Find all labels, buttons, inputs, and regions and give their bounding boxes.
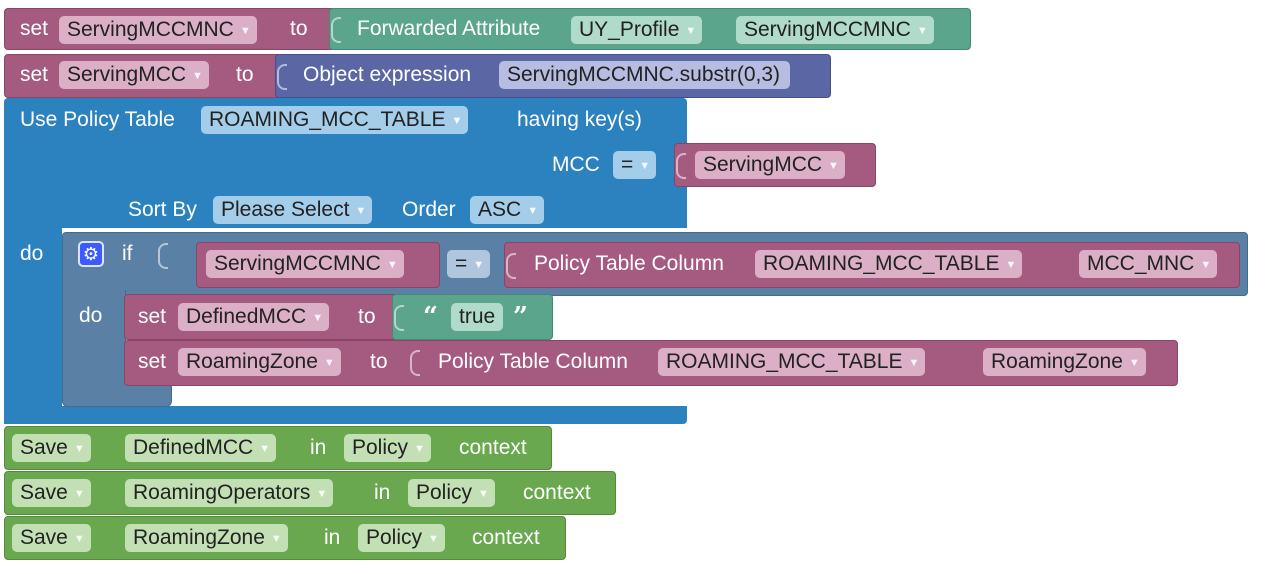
set-keyword: set bbox=[138, 305, 167, 328]
dropdown-arrow-icon: ▼ bbox=[316, 488, 328, 500]
sort-by-dropdown[interactable]: Please Select▼ bbox=[213, 196, 373, 224]
policy-table-footer bbox=[4, 406, 687, 424]
forwarded-attribute-label: Forwarded Attribute bbox=[357, 17, 541, 40]
order-label: Order bbox=[402, 198, 456, 221]
dropdown-arrow-icon: ▼ bbox=[639, 160, 651, 172]
dropdown-arrow-icon: ▼ bbox=[73, 488, 85, 500]
attribute-dropdown[interactable]: ServingMCCMNC▼ bbox=[736, 16, 934, 44]
if-footer bbox=[62, 384, 172, 407]
variable-dropdown[interactable]: DefinedMCC▼ bbox=[178, 303, 330, 331]
dropdown-arrow-icon: ▼ bbox=[73, 533, 85, 545]
dropdown-arrow-icon: ▼ bbox=[239, 25, 251, 37]
dropdown-arrow-icon: ▼ bbox=[270, 533, 282, 545]
if-keyword: if bbox=[122, 242, 133, 265]
context-keyword: context bbox=[472, 526, 540, 549]
expression-field[interactable]: ServingMCCMNC.substr(0,3) bbox=[499, 61, 791, 89]
dropdown-arrow-icon: ▼ bbox=[414, 443, 425, 455]
dropdown-arrow-icon: ▼ bbox=[1005, 259, 1017, 271]
to-keyword: to bbox=[370, 350, 388, 373]
key-value-dropdown[interactable]: ServingMCC▼ bbox=[695, 151, 845, 179]
save-action-dropdown[interactable]: Save▼ bbox=[12, 524, 91, 552]
having-keys-label: having key(s) bbox=[517, 108, 642, 131]
dropdown-arrow-icon: ▼ bbox=[916, 25, 928, 37]
policy-table-do-rail bbox=[4, 226, 62, 424]
save-variable-dropdown[interactable]: DefinedMCC▼ bbox=[125, 434, 277, 462]
dropdown-arrow-icon: ▼ bbox=[478, 488, 489, 500]
sort-by-label: Sort By bbox=[128, 198, 197, 221]
order-dropdown[interactable]: ASC▼ bbox=[470, 196, 545, 224]
input-connector bbox=[676, 153, 686, 179]
save-variable-dropdown[interactable]: RoamingZone▼ bbox=[125, 524, 288, 552]
dropdown-arrow-icon: ▼ bbox=[527, 205, 539, 217]
dropdown-arrow-icon: ▼ bbox=[312, 312, 324, 324]
do-label: do bbox=[20, 242, 44, 265]
open-quote-icon: “ bbox=[423, 302, 438, 332]
input-connector bbox=[158, 243, 168, 269]
input-connector bbox=[506, 253, 516, 279]
dropdown-arrow-icon: ▼ bbox=[473, 259, 485, 271]
in-keyword: in bbox=[374, 481, 391, 504]
context-keyword: context bbox=[459, 436, 527, 459]
profile-dropdown[interactable]: UY_Profile▼ bbox=[571, 16, 703, 44]
dropdown-arrow-icon: ▼ bbox=[828, 160, 839, 172]
dropdown-arrow-icon: ▼ bbox=[323, 357, 335, 369]
variable-dropdown[interactable]: RoamingZone▼ bbox=[178, 348, 341, 376]
compare-operator-dropdown[interactable]: =▼ bbox=[447, 250, 491, 278]
in-keyword: in bbox=[324, 526, 341, 549]
input-connector bbox=[331, 17, 341, 43]
close-quote-icon: ” bbox=[513, 302, 528, 332]
dropdown-arrow-icon: ▼ bbox=[685, 25, 697, 37]
to-keyword: to bbox=[358, 305, 376, 328]
policy-table-dropdown[interactable]: ROAMING_MCC_TABLE▼ bbox=[201, 106, 469, 134]
column-name-dropdown[interactable]: MCC_MNC▼ bbox=[1079, 250, 1218, 278]
dropdown-arrow-icon: ▼ bbox=[451, 115, 463, 127]
policy-column-label: Policy Table Column bbox=[438, 350, 628, 373]
context-keyword: context bbox=[523, 481, 591, 504]
dropdown-arrow-icon: ▼ bbox=[908, 357, 920, 369]
text-value-field[interactable]: true bbox=[451, 303, 504, 331]
use-policy-table-label: Use Policy Table bbox=[20, 108, 175, 131]
compare-left-dropdown[interactable]: ServingMCCMNC▼ bbox=[206, 250, 404, 278]
policy-column-label: Policy Table Column bbox=[534, 252, 724, 275]
save-action-dropdown[interactable]: Save▼ bbox=[12, 434, 91, 462]
column-name-dropdown[interactable]: RoamingZone▼ bbox=[983, 348, 1146, 376]
input-connector bbox=[394, 305, 404, 331]
to-keyword: to bbox=[236, 63, 254, 86]
save-context-dropdown[interactable]: Policy▼ bbox=[344, 434, 431, 462]
input-connector bbox=[277, 64, 287, 90]
dropdown-arrow-icon: ▼ bbox=[355, 205, 367, 217]
set-keyword: set bbox=[20, 63, 49, 86]
dropdown-arrow-icon: ▼ bbox=[259, 443, 271, 455]
set-keyword: set bbox=[138, 350, 167, 373]
object-expression-label: Object expression bbox=[303, 63, 472, 86]
variable-dropdown[interactable]: ServingMCC▼ bbox=[59, 61, 209, 89]
dropdown-arrow-icon: ▼ bbox=[73, 443, 85, 455]
variable-dropdown[interactable]: ServingMCCMNC▼ bbox=[59, 16, 257, 44]
input-connector bbox=[410, 350, 420, 376]
dropdown-arrow-icon: ▼ bbox=[1128, 357, 1140, 369]
in-keyword: in bbox=[310, 436, 327, 459]
gear-icon[interactable]: ⚙ bbox=[78, 241, 104, 267]
save-context-dropdown[interactable]: Policy▼ bbox=[408, 479, 495, 507]
dropdown-arrow-icon: ▼ bbox=[386, 259, 398, 271]
if-do-label: do bbox=[79, 304, 103, 327]
save-definedmcc-block[interactable] bbox=[4, 426, 552, 470]
key-operator-dropdown[interactable]: =▼ bbox=[613, 151, 657, 179]
to-keyword: to bbox=[290, 17, 308, 40]
dropdown-arrow-icon: ▼ bbox=[428, 533, 439, 545]
save-variable-dropdown[interactable]: RoamingOperators▼ bbox=[125, 479, 334, 507]
column-table-dropdown[interactable]: ROAMING_MCC_TABLE▼ bbox=[658, 348, 926, 376]
dropdown-arrow-icon: ▼ bbox=[1200, 259, 1212, 271]
key-name-label: MCC bbox=[552, 153, 600, 176]
save-context-dropdown[interactable]: Policy▼ bbox=[358, 524, 445, 552]
dropdown-arrow-icon: ▼ bbox=[192, 70, 203, 82]
save-action-dropdown[interactable]: Save▼ bbox=[12, 479, 91, 507]
set-keyword: set bbox=[20, 17, 49, 40]
column-table-dropdown[interactable]: ROAMING_MCC_TABLE▼ bbox=[755, 250, 1023, 278]
